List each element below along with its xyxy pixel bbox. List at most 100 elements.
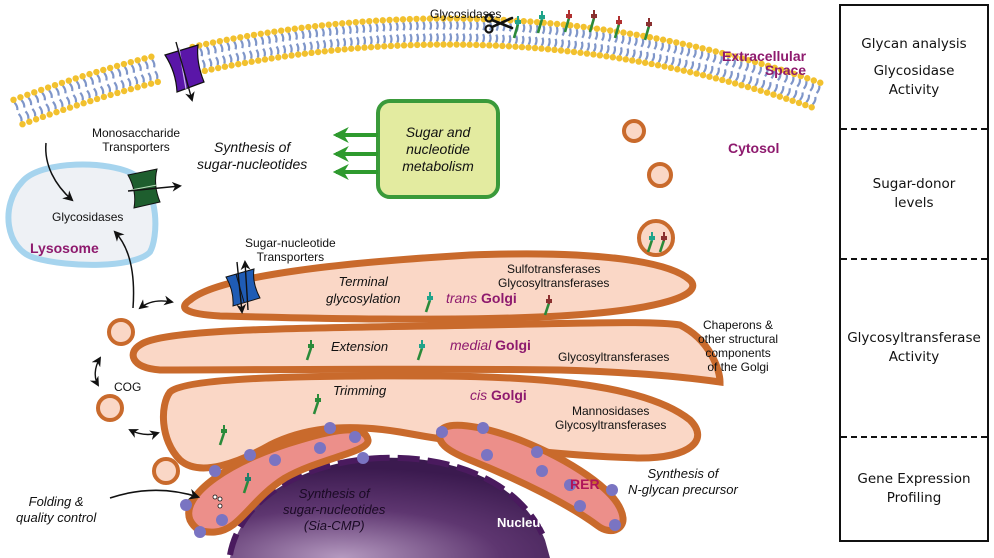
lipid-tail <box>481 33 486 43</box>
lipid-head <box>433 15 440 22</box>
lipid-head <box>797 72 804 80</box>
lipid-tail <box>568 27 572 37</box>
lipid-head <box>201 67 209 75</box>
lipid-head <box>686 42 693 49</box>
lipid-head <box>367 43 375 51</box>
lipid-head <box>616 55 623 62</box>
lipid-head <box>106 64 114 72</box>
lipid-tail <box>349 37 353 47</box>
lipid-tail <box>294 31 298 41</box>
lipid-tail <box>17 113 23 122</box>
synthesis-sugar-nucleotides-label: Synthesis of sugar-nucleotides <box>197 139 307 173</box>
glycan-icon <box>312 394 321 415</box>
synth-line1: Synthesis of <box>214 139 291 155</box>
folding-dots <box>212 494 223 509</box>
lipid-head <box>31 89 38 96</box>
lipid-tail <box>199 47 204 57</box>
lipid-head <box>531 44 539 52</box>
chaperons-label: Chaperons & other structural components … <box>698 318 778 374</box>
nucleus-label: Nucleus <box>497 515 548 530</box>
lipid-head <box>345 19 353 26</box>
lipid-tail <box>106 83 112 93</box>
folding-line2: quality control <box>16 510 97 525</box>
lipid-head <box>209 39 217 46</box>
lipid-tail <box>123 66 129 75</box>
lipid-tail <box>764 68 769 78</box>
lipid-tail <box>792 90 798 99</box>
lipid-tail <box>699 50 704 60</box>
vesicle <box>647 162 673 188</box>
lipid-head <box>738 55 746 62</box>
panel-text: Gene Expression <box>857 471 971 487</box>
lipid-tail <box>376 35 380 45</box>
lipid-tail <box>362 36 367 46</box>
sulfotransferases: Sulfotransferases <box>506 262 601 276</box>
lipid-tail <box>620 35 625 45</box>
lipid-head <box>248 58 255 65</box>
lipid-head <box>804 75 811 82</box>
ribosome <box>180 499 192 511</box>
cis-enzymes-label: Mannosidases Glycosyltransferases <box>555 404 666 432</box>
lipid-head <box>250 31 258 39</box>
lipid-head <box>692 43 700 50</box>
lipid-tail <box>541 25 546 35</box>
lipid-head <box>202 40 210 48</box>
lipid-tail <box>802 80 808 90</box>
lipid-head <box>221 63 229 70</box>
lipid-tail <box>246 38 251 48</box>
cis-golgi-cisterna <box>159 372 702 472</box>
lipid-head <box>381 43 388 50</box>
lipid-head <box>93 68 100 76</box>
lipid-head <box>394 42 401 49</box>
lipid-tail <box>212 44 217 54</box>
lipid-tail <box>653 41 658 50</box>
panel-section-gene-expression: Gene Expression Profiling <box>841 438 987 540</box>
lipid-tail <box>683 59 688 69</box>
lipid-tail <box>522 23 526 33</box>
lipid-tail <box>13 101 19 111</box>
nuc-synth-line1: Synthesis of <box>298 486 370 501</box>
lipid-head <box>277 27 285 34</box>
glycan-icon <box>646 232 655 253</box>
lipid-head <box>147 80 155 87</box>
golgi-word: Golgi <box>495 337 531 353</box>
lipid-head <box>420 41 427 48</box>
lipid-tail <box>368 23 372 33</box>
trans-golgi-cisterna <box>181 250 697 323</box>
lipid-tail <box>208 58 213 67</box>
metabolism-box <box>376 99 500 199</box>
lipid-tail <box>65 96 71 105</box>
lipid-tail <box>534 36 538 46</box>
lipid-tail <box>113 81 118 91</box>
lipid-head <box>100 93 108 101</box>
lipid-head <box>359 18 366 25</box>
lipid-tail <box>815 85 821 94</box>
nglycan-line2: N-glycan precursor <box>628 482 738 497</box>
lipid-head <box>654 62 662 69</box>
lipid-head <box>467 15 474 22</box>
lipid-head <box>557 47 565 54</box>
lipid-head <box>738 81 745 89</box>
lipid-head <box>414 41 421 49</box>
lipid-tail <box>744 62 750 72</box>
lipid-tail <box>783 74 789 84</box>
lipid-head <box>693 70 700 77</box>
lipid-tail <box>633 37 638 47</box>
lipid-tail <box>86 89 91 99</box>
lipid-head <box>719 76 726 84</box>
lipid-head <box>757 87 764 94</box>
lipid-head <box>308 49 315 57</box>
lipid-tail <box>651 52 656 62</box>
glycan-icon <box>588 10 597 33</box>
lipid-head <box>725 78 732 85</box>
lipid-tail <box>342 37 347 47</box>
lipid-head <box>51 81 59 89</box>
lipid-tail <box>811 96 817 106</box>
lipid-head <box>486 42 493 49</box>
lipid-tail <box>508 34 512 44</box>
cis-golgi-label: cis Golgi <box>470 387 527 403</box>
lipid-head <box>298 24 305 32</box>
lipid-head <box>744 83 752 91</box>
lipid-head <box>629 57 636 64</box>
lipid-tail <box>767 81 772 91</box>
